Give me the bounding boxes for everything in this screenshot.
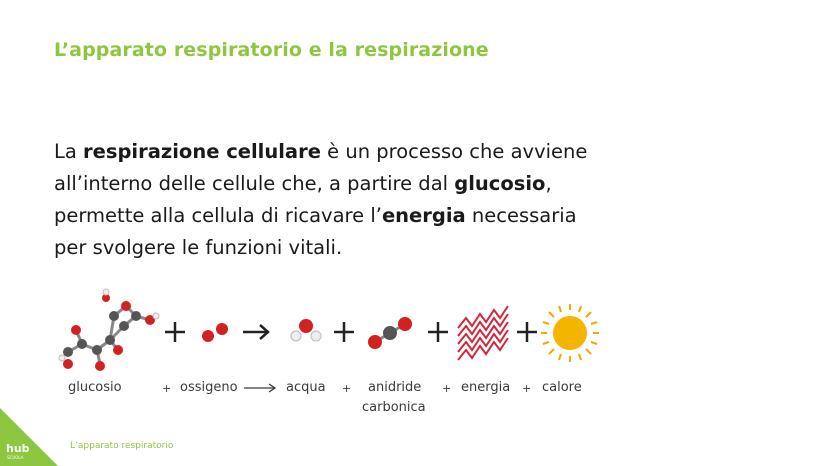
glucose-molecule-icon (58, 288, 160, 371)
oxygen-molecule-icon (202, 323, 228, 342)
label-water: acqua (286, 380, 326, 395)
label-plus-1: + (162, 382, 172, 395)
svg-text:hub: hub (6, 442, 30, 455)
plus-sign-4 (517, 322, 537, 342)
footer-text: L’apparato respiratorio (70, 441, 174, 451)
label-arrow-icon (244, 383, 277, 393)
carbon-dioxide-molecule-icon (368, 317, 412, 349)
term-glucose: glucosio (454, 172, 546, 195)
label-oxygen: ossigeno (180, 380, 238, 395)
respiration-equation: glucosio + ossigeno acqua + anidride car… (52, 286, 602, 416)
water-molecule-icon (290, 319, 322, 342)
energy-zigzag-icon (457, 305, 509, 361)
label-energy: energia (461, 380, 511, 395)
label-plus-3: + (442, 382, 452, 395)
label-glucose: glucosio (68, 380, 122, 395)
slide-paragraph: La respirazione cellulare è un processo … (54, 140, 588, 259)
label-co2-line2: carbonica (362, 400, 426, 415)
equation-illustration (58, 288, 599, 371)
term-cellular-respiration: respirazione cellulare (83, 140, 321, 163)
label-plus-4: + (522, 382, 532, 395)
plus-sign-2 (334, 322, 354, 342)
hub-scuola-logo: hub SCUOLA (0, 408, 58, 466)
svg-text:SCUOLA: SCUOLA (7, 455, 24, 460)
sun-heat-icon (541, 304, 599, 362)
label-heat: calore (542, 380, 582, 395)
slide-title: L’apparato respiratorio e la respirazion… (54, 39, 489, 61)
plus-sign-3 (428, 322, 448, 342)
label-co2-line1: anidride (368, 380, 422, 395)
plus-sign-1 (165, 322, 185, 342)
label-plus-2: + (342, 382, 352, 395)
reaction-arrow-icon (243, 324, 270, 340)
term-energy: energia (381, 204, 466, 227)
